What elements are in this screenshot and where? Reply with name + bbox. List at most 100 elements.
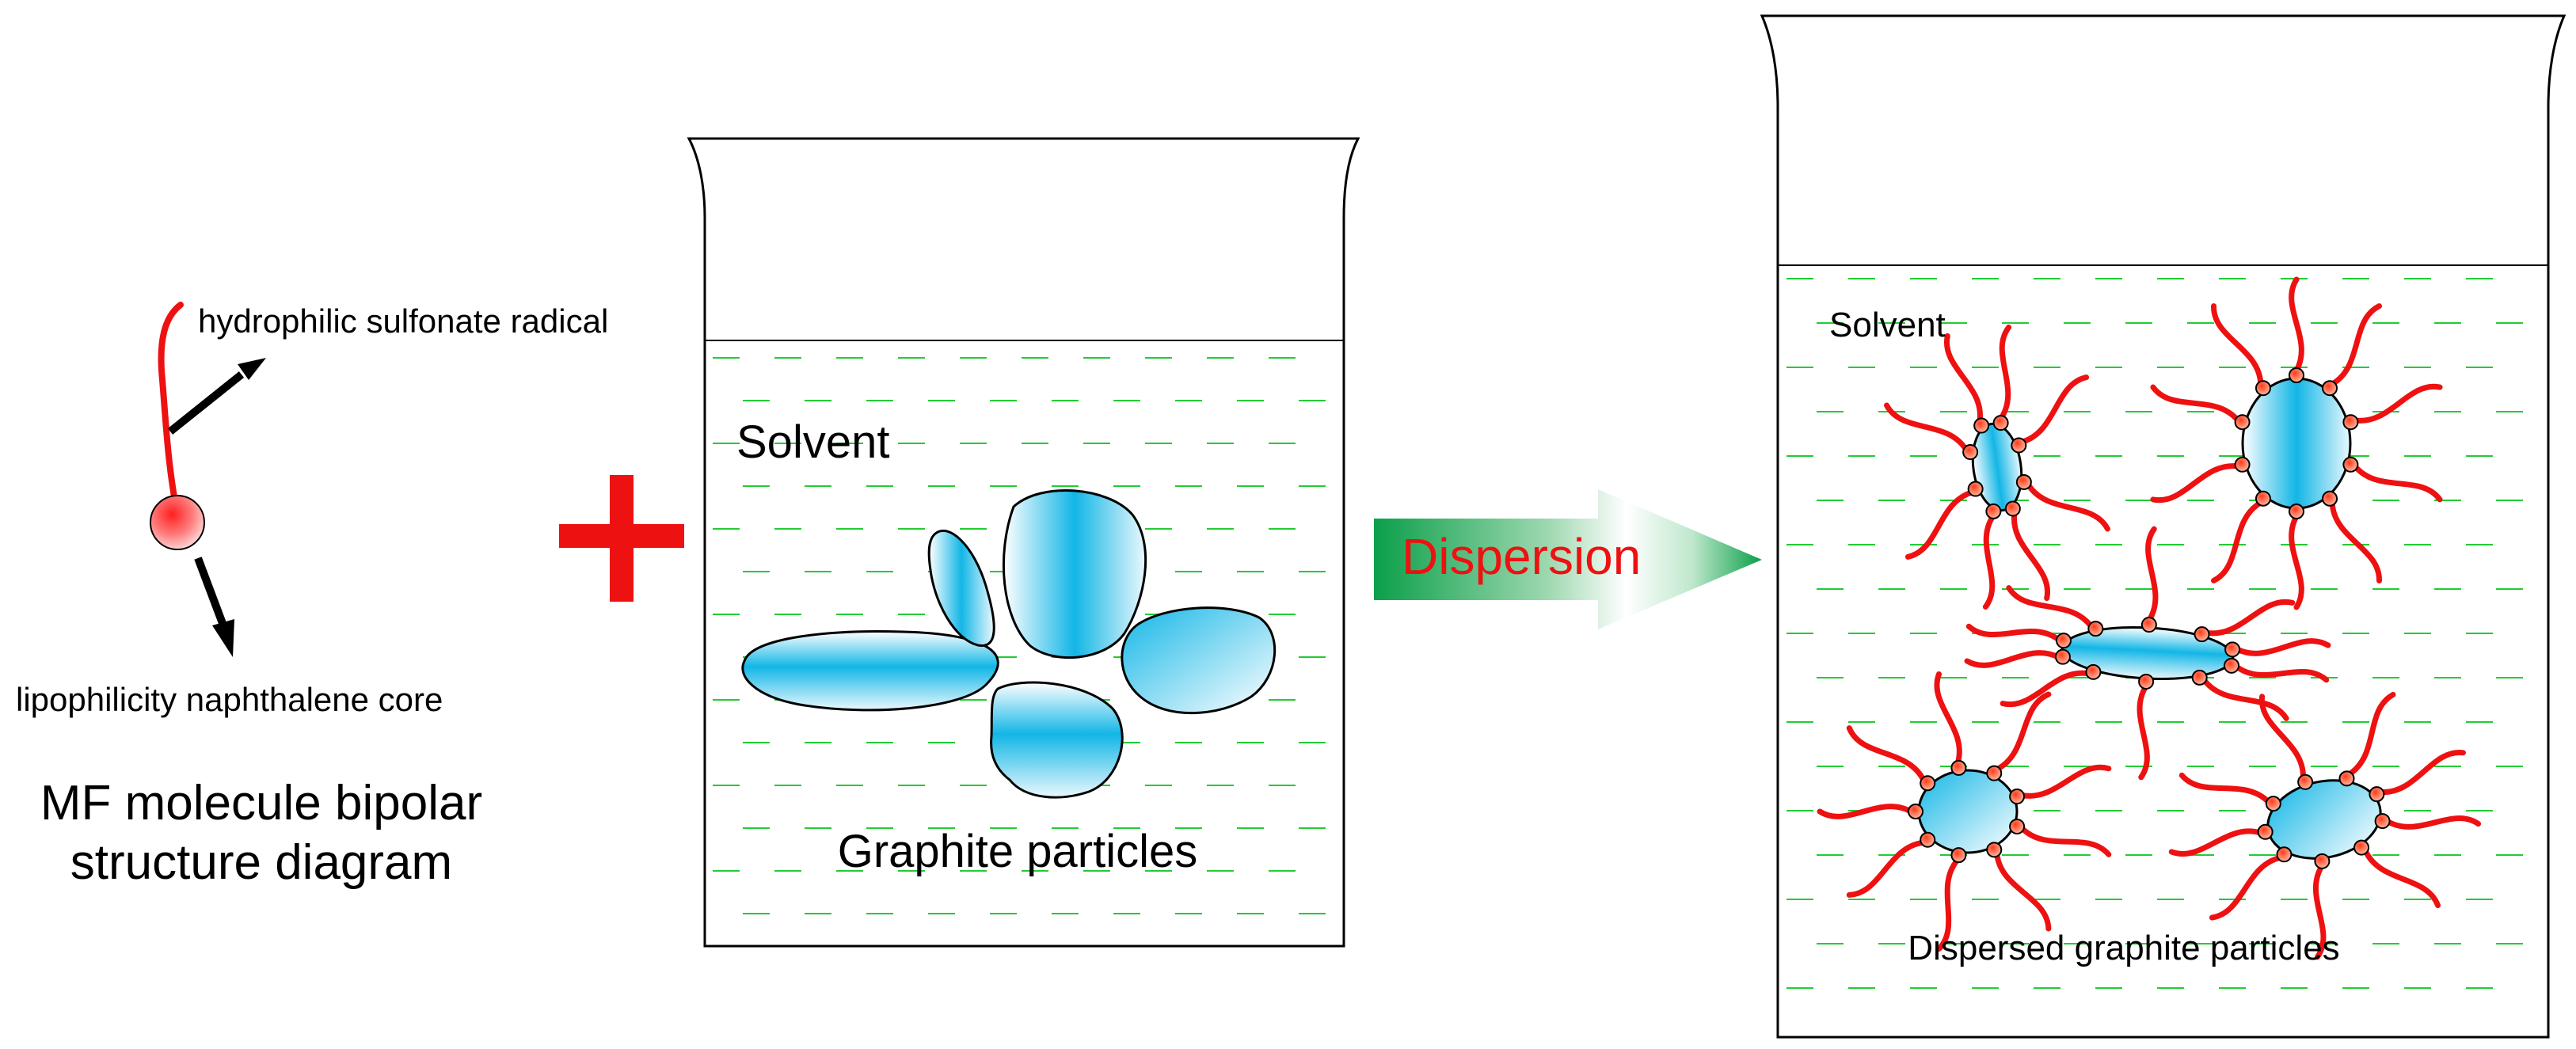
- surfactant-head: [1986, 842, 2003, 858]
- particles-label-before: Graphite particles: [838, 826, 1198, 877]
- dispersed-graphite-cluster: [2150, 276, 2443, 610]
- surfactant-tail: [2346, 691, 2396, 777]
- surfactant-tail: [2259, 694, 2306, 781]
- surfactant-tail: [1965, 623, 2062, 643]
- surfactant-tail: [2025, 481, 2110, 532]
- surfactant-head: [2054, 648, 2071, 665]
- surfactant-tail: [2329, 303, 2382, 387]
- surfactant-tail: [1884, 402, 1969, 453]
- head-label: hydrophilic sulfonate radical: [198, 302, 608, 340]
- surfactant-head: [2297, 773, 2314, 790]
- surfactant-tail: [1936, 857, 1961, 952]
- surfactant-tail: [2000, 670, 2092, 708]
- surfactant-head: [2011, 437, 2027, 454]
- surfactant-head: [2138, 673, 2155, 690]
- graphite-particle: [990, 681, 1124, 799]
- surfactant-head: [2254, 490, 2271, 507]
- surfactant-tail: [2211, 303, 2264, 387]
- surfactant-head: [1967, 481, 1984, 497]
- surfactant-head: [2338, 770, 2355, 787]
- surfactant-tail: [2289, 513, 2304, 610]
- surfactant-head: [1950, 759, 1967, 776]
- surfactant-tail: [1934, 671, 1962, 766]
- particles-label-after: Dispersed graphite particles: [1908, 929, 2339, 967]
- surfactant-tail: [1994, 850, 2052, 932]
- surfactant-head: [2191, 669, 2208, 686]
- surfactant-tail: [2168, 828, 2264, 857]
- surfactant-tail: [1817, 804, 1914, 819]
- beaker-after-outline: [1760, 14, 2566, 1039]
- surfactant-head: [1920, 831, 1936, 848]
- surfactant-tail: [2011, 510, 2051, 602]
- surfactant-head: [2194, 626, 2210, 643]
- surfactant-tail: [2203, 599, 2296, 637]
- surfactant-head: [1908, 804, 1923, 819]
- mf-molecule: hydrophilic sulfonate radical lipophilic…: [16, 302, 608, 890]
- surfactant-tail: [2312, 863, 2327, 960]
- caption-line-2: structure diagram: [70, 835, 452, 890]
- surfactant-tail: [2352, 383, 2443, 424]
- surfactant-tail: [2362, 847, 2441, 909]
- surfactant-head: [2289, 504, 2304, 519]
- surfactant-tail: [2150, 463, 2241, 504]
- solvent-label-after: Solvent: [1829, 306, 1946, 344]
- surfactant-tail: [2019, 374, 2090, 445]
- molecule-head: [150, 495, 205, 550]
- surfactant-tail: [1904, 489, 1975, 560]
- head-pointer-arrowhead: [238, 358, 266, 380]
- surfactant-head: [2276, 846, 2293, 863]
- surfactant-tail: [1982, 513, 1996, 610]
- surfactant-head: [2322, 490, 2338, 507]
- dispersion-arrow: Dispersion: [1374, 489, 1762, 629]
- surfactant-head: [2224, 641, 2241, 658]
- surfactant-head: [2257, 823, 2274, 840]
- surfactant-head: [2369, 786, 2385, 803]
- surfactant-tail: [2150, 384, 2241, 424]
- graphite-particle: [741, 630, 999, 712]
- surfactant-head: [2234, 456, 2251, 473]
- surfactant-tail: [2234, 638, 2331, 656]
- caption-line-1: MF molecule bipolar: [40, 776, 482, 830]
- surfactant-head: [1962, 444, 1979, 461]
- surfactant-head: [2342, 456, 2359, 473]
- graphite-particle: [1121, 606, 1277, 715]
- core-pointer-arrowhead: [212, 619, 234, 657]
- surfactant-tail: [2329, 500, 2382, 583]
- surfactant-tail: [2201, 676, 2289, 721]
- surfactant-head: [2224, 657, 2240, 674]
- dispersed-graphite-cluster: [1964, 526, 2331, 781]
- surfactant-tail: [2178, 772, 2272, 805]
- plus-sign: [559, 475, 684, 602]
- surfactant-head: [2085, 663, 2102, 680]
- surfactant-tail: [2378, 750, 2466, 796]
- dispersed-clusters: [1817, 276, 2482, 960]
- surfactant-tail: [2289, 276, 2304, 374]
- graphite-particle: [2241, 377, 2352, 510]
- beaker-after: Solvent Dispersed graphite particles: [1760, 14, 2566, 1039]
- surfactant-tail: [1846, 725, 1927, 784]
- core-label: lipophilicity naphthalene core: [16, 681, 443, 718]
- surfactant-head: [2353, 839, 2370, 856]
- surfactant-tail: [2145, 526, 2159, 623]
- surfactant-tail: [2384, 815, 2482, 830]
- surfactant-head: [2314, 853, 2331, 869]
- surfactant-head: [1992, 415, 2009, 431]
- surfactant-head: [1950, 847, 1967, 864]
- dispersion-label: Dispersion: [1402, 528, 1641, 585]
- surfactant-tail: [1994, 691, 2052, 773]
- surfactant-tail: [2019, 825, 2112, 857]
- dispersed-graphite-cluster: [1884, 325, 2110, 610]
- surfactant-head: [2322, 380, 2338, 397]
- surfactant-tail: [2352, 463, 2443, 503]
- surfactant-head: [2009, 789, 2026, 805]
- graphite-particle: [1002, 488, 1147, 659]
- beaker-before: Solvent Graphite particles: [687, 137, 1360, 948]
- surfactant-tail: [1964, 650, 2061, 668]
- surfactant-tail: [2211, 500, 2264, 583]
- head-pointer-arrow: [167, 371, 245, 435]
- surfactant-head: [2004, 500, 2021, 517]
- surfactant-head: [2289, 367, 2304, 383]
- dispersed-graphite-cluster: [2168, 691, 2482, 960]
- molecule-tail: [158, 302, 184, 522]
